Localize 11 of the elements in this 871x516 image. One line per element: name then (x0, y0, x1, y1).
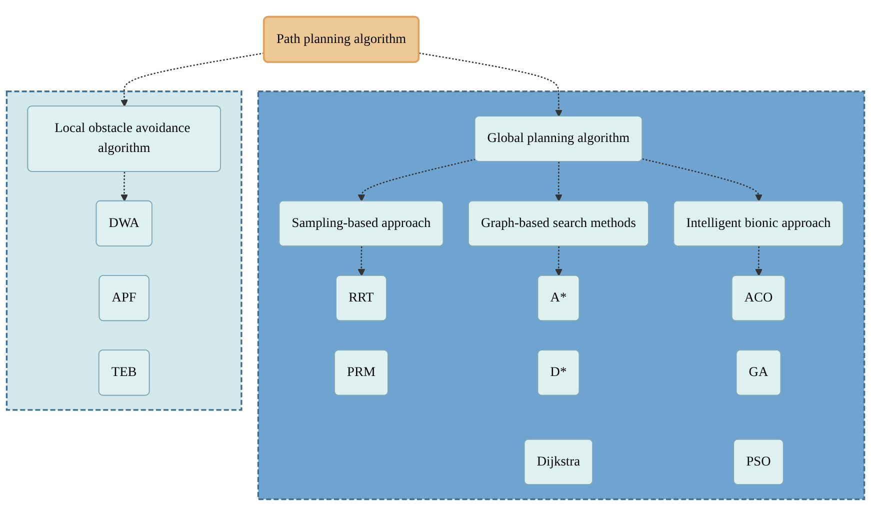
arrow (555, 162, 562, 202)
arrow (120, 52, 264, 107)
arrow (358, 246, 366, 276)
cluster (257, 90, 866, 500)
arrow (120, 172, 128, 202)
arrow (358, 158, 476, 202)
arrow (555, 246, 562, 276)
cluster (6, 90, 242, 411)
arrow (642, 158, 762, 202)
arrow (418, 52, 562, 117)
arrow (755, 246, 762, 276)
